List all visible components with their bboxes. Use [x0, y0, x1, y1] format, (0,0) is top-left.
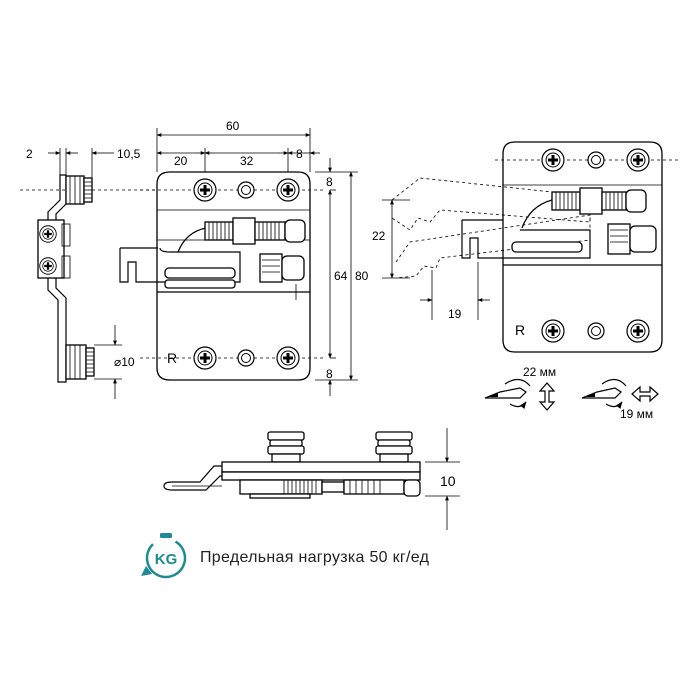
side-view [20, 148, 155, 399]
dim-32-label: 32 [240, 154, 254, 168]
dim-8-right-top-label: 8 [326, 175, 333, 189]
double-arrow-horizontal-icon [631, 385, 659, 403]
double-arrow-vertical-icon [538, 382, 556, 411]
load-limit-caption: Предельная нагрузка 50 кг/ед [200, 549, 430, 566]
load-weight-icon [141, 533, 187, 579]
dim-22-label: 22 [372, 229, 386, 243]
r-marking-right: R [515, 322, 525, 338]
front-view [119, 128, 358, 396]
dim-64-label: 64 [334, 269, 348, 283]
dim-60-label: 60 [226, 119, 240, 133]
dim-8-top-label: 8 [296, 147, 303, 161]
adjust-22-label: 22 мм [523, 365, 556, 379]
dim-80-label: 80 [355, 269, 369, 283]
screwdriver-vertical-icon [484, 378, 531, 409]
adjust-19-label: 19 мм [620, 407, 653, 421]
dim-10-5-label: 10,5 [117, 147, 141, 161]
screwdriver-horizontal-icon [581, 378, 627, 409]
dim-8-right-bottom-label: 8 [326, 367, 333, 381]
r-marking-left: R [167, 350, 177, 366]
top-view [163, 428, 460, 530]
dim-20-label: 20 [174, 154, 188, 168]
dim-2-label: 2 [26, 147, 33, 161]
adjustment-view [382, 141, 680, 353]
dim-19-label: 19 [448, 307, 462, 321]
dim-10-label: 10 [440, 473, 456, 489]
dim-diameter-label: ⌀10 [114, 355, 135, 369]
kg-badge-text: KG [155, 551, 178, 568]
